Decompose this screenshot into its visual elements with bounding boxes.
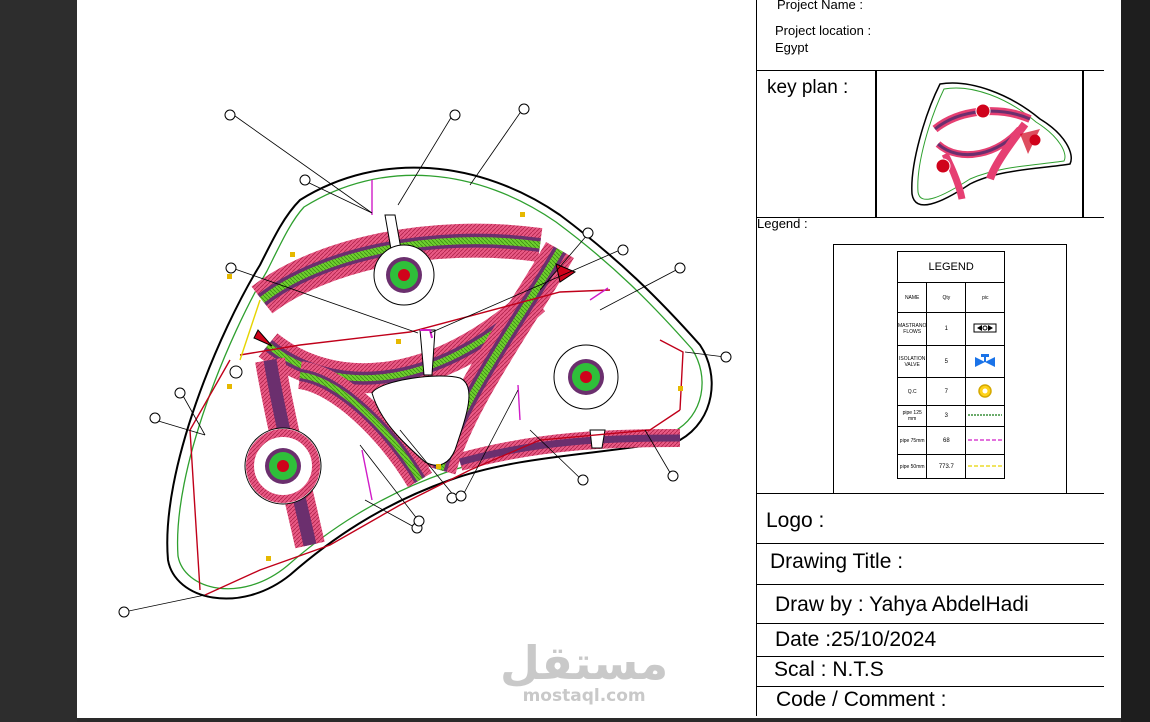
valve-box-icon bbox=[965, 312, 1006, 346]
pipe-125-line bbox=[965, 405, 1006, 427]
roundabout-left bbox=[244, 427, 322, 505]
date-cell bbox=[757, 623, 1104, 657]
project-name-label: Project Name : bbox=[777, 0, 863, 12]
legend-row-name: ISOLATION VALVE bbox=[896, 345, 928, 378]
callout-tags bbox=[118, 103, 732, 618]
viewer-left-margin bbox=[0, 0, 77, 722]
legend-row: pipe 75mm 68 bbox=[896, 426, 1006, 455]
legend-title: LEGEND bbox=[896, 251, 1006, 283]
legend-row-qty: 3 bbox=[926, 405, 967, 427]
logo-cell bbox=[757, 493, 1104, 544]
viewer-right-margin bbox=[1121, 0, 1150, 722]
legend-row-qty: 7 bbox=[926, 377, 967, 406]
legend-row: MASTRANO FLOWS 1 bbox=[896, 312, 1006, 346]
red-island-1 bbox=[555, 263, 577, 283]
key-plan-thumbnail bbox=[911, 82, 1072, 206]
callout-leaders bbox=[123, 109, 726, 613]
legend-row-qty: 1 bbox=[926, 312, 967, 346]
key-plan-divider-right bbox=[1082, 70, 1084, 217]
draw-by-text: Draw by : Yahya AbdelHadi bbox=[775, 593, 1029, 616]
walkways bbox=[371, 214, 606, 466]
scale-cell bbox=[757, 656, 1104, 687]
drawing-title-cell bbox=[757, 543, 1104, 585]
key-plan-divider bbox=[875, 70, 877, 217]
sprinkler-marks bbox=[227, 212, 683, 561]
roundabout-top bbox=[373, 244, 435, 306]
watermark-latin: mostaql.com bbox=[522, 686, 646, 706]
legend-header-name: NAME bbox=[896, 282, 928, 313]
legend-row-name: Q.C bbox=[896, 377, 928, 406]
project-info-cell bbox=[757, 0, 1104, 71]
legend-frame bbox=[833, 244, 1067, 494]
quick-coupler-icon bbox=[965, 377, 1006, 406]
legend-header-pic: pic bbox=[965, 282, 1006, 313]
site-boundary-green bbox=[176, 174, 703, 590]
mostaql-watermark: مستقل mostaql.com bbox=[500, 640, 668, 706]
legend-row-qty: 773.7 bbox=[926, 454, 967, 479]
legend-row-qty: 68 bbox=[926, 426, 967, 455]
legend-row-name: pipe 75mm bbox=[896, 426, 928, 455]
legend-header-qty: Qty bbox=[926, 282, 967, 313]
key-plan-label: key plan : bbox=[767, 77, 849, 98]
scale-text: Scal : N.T.S bbox=[774, 658, 884, 681]
project-location-value: Egypt bbox=[775, 40, 809, 55]
draw-by-cell bbox=[757, 584, 1104, 624]
legend-table: LEGEND NAME Qty pic MASTRANO FLOWS 1 ISO… bbox=[896, 251, 1006, 479]
key-plan-cell bbox=[757, 70, 1104, 218]
isolation-valve-icon bbox=[965, 345, 1006, 378]
red-island-2 bbox=[253, 329, 273, 347]
date-text: Date :25/10/2024 bbox=[775, 628, 937, 651]
legend-row: pipe 125 mm 3 bbox=[896, 405, 1006, 427]
legend-label: Legend : bbox=[757, 216, 808, 231]
project-location-label: Project location : bbox=[775, 23, 872, 38]
roundabout-right bbox=[553, 344, 619, 410]
legend-row-qty: 5 bbox=[926, 345, 967, 378]
legend-row: ISOLATION VALVE 5 bbox=[896, 345, 1006, 378]
legend-row-name: pipe 50mm bbox=[896, 454, 928, 479]
legend-row-name: MASTRANO FLOWS bbox=[896, 312, 928, 346]
legend-row: Q.C 7 bbox=[896, 377, 1006, 406]
pipe-network bbox=[189, 180, 684, 596]
legend-row-name: pipe 125 mm bbox=[896, 405, 928, 427]
logo-label: Logo : bbox=[766, 509, 825, 532]
pipe-50-line bbox=[965, 454, 1006, 479]
site-boundary bbox=[166, 166, 713, 600]
watermark-arabic: مستقل bbox=[500, 636, 669, 690]
pipe-75-line bbox=[965, 426, 1006, 455]
planting-beds bbox=[251, 223, 681, 549]
legend-row: pipe 50mm 773.7 bbox=[896, 454, 1006, 479]
code-comment-text: Code / Comment : bbox=[776, 688, 947, 711]
drawing-title-label: Drawing Title : bbox=[770, 550, 904, 573]
